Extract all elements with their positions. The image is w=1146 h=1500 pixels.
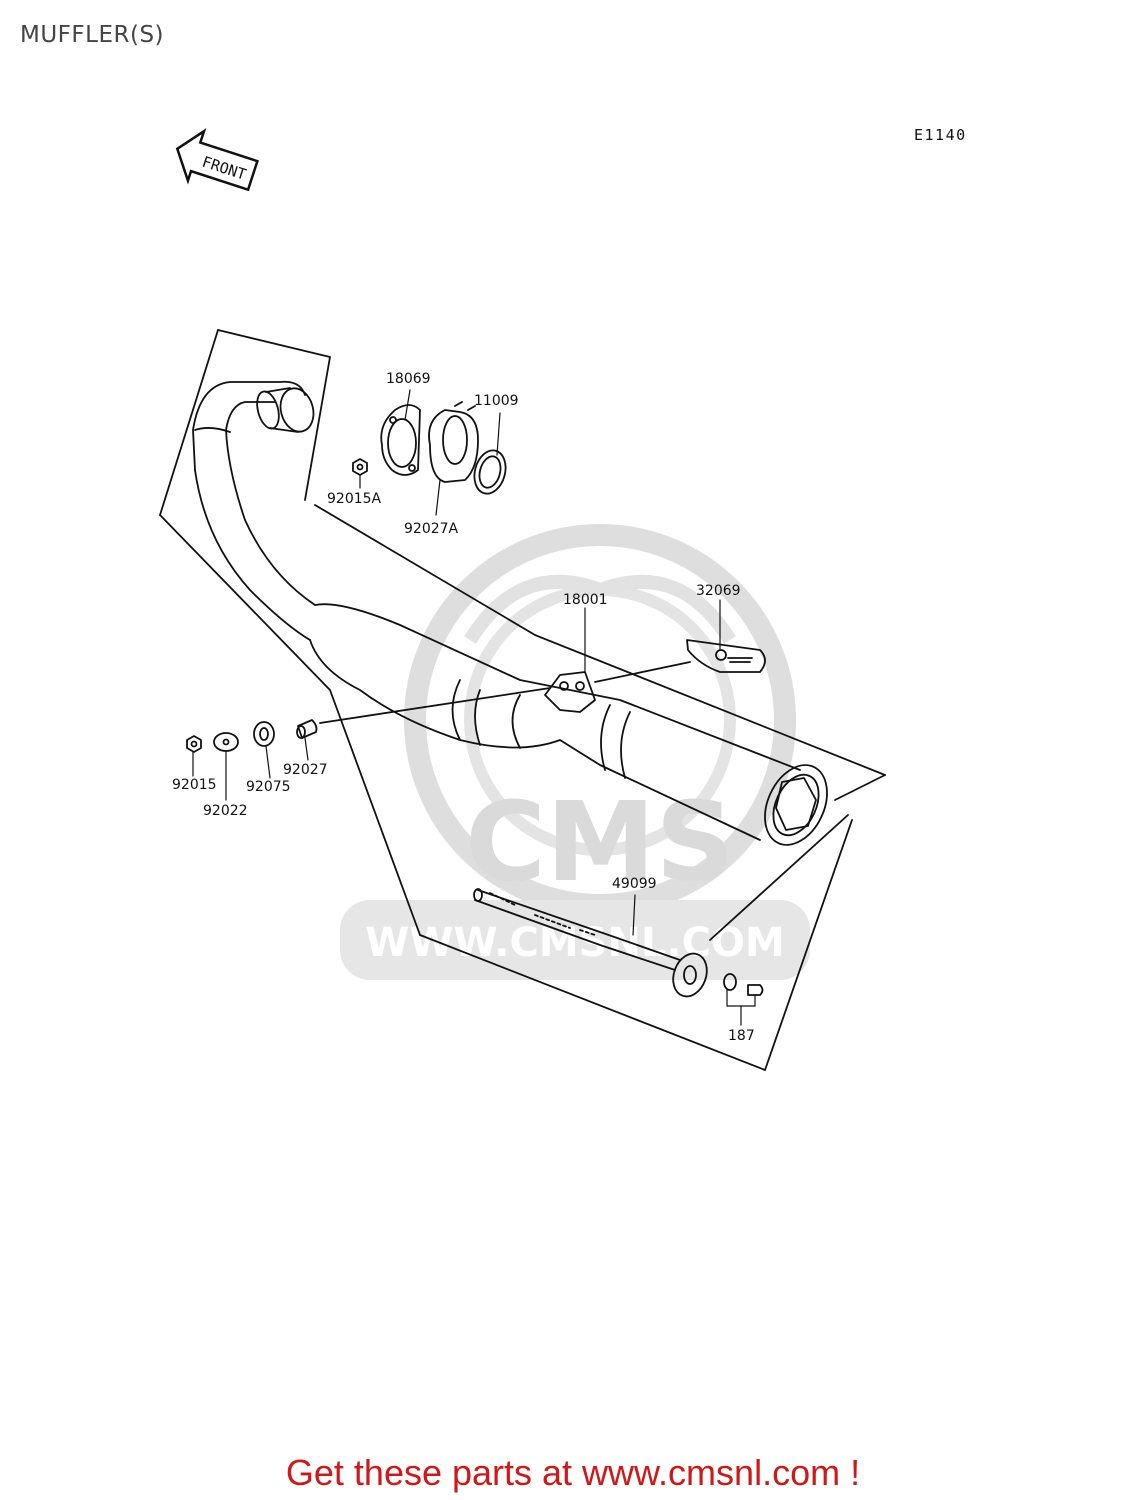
- mount-hardware: [186, 661, 691, 753]
- bracket-32069: [686, 639, 766, 673]
- part-label-92027A: 92027A: [404, 521, 459, 537]
- part-label-187: 187: [728, 1028, 755, 1044]
- part-label-92022: 92022: [203, 803, 248, 819]
- part-label-11009: 11009: [474, 393, 519, 409]
- muffler-18001: [192, 380, 828, 846]
- leader-lines: [192, 389, 756, 1026]
- page-title: MUFFLER(S): [20, 22, 165, 48]
- part-label-18001: 18001: [563, 592, 608, 608]
- front-arrow-icon: FRONT: [175, 128, 259, 192]
- spark-arrester-49099: [473, 888, 764, 998]
- assembly-outline: [159, 329, 886, 1071]
- footer-parts-link[interactable]: Get these parts at www.cmsnl.com !: [285, 1452, 861, 1493]
- part-label-92015: 92015: [172, 777, 217, 793]
- watermark-url: WWW.CMSNL.COM: [365, 920, 785, 966]
- collar-92027A: [428, 401, 479, 483]
- cms-watermark: CMS WWW.CMSNL.COM: [340, 524, 810, 980]
- gasket-11009: [473, 449, 507, 495]
- part-label-18069: 18069: [386, 371, 431, 387]
- nut-92015A: [352, 458, 368, 476]
- diagram-code: E1140: [914, 126, 967, 144]
- watermark-brand: CMS: [465, 778, 734, 906]
- flange-18069: [380, 404, 421, 476]
- part-label-49099: 49099: [612, 876, 657, 892]
- part-label-92075: 92075: [246, 779, 291, 795]
- part-label-32069: 32069: [696, 583, 741, 599]
- part-label-92027: 92027: [283, 762, 328, 778]
- part-label-92015A: 92015A: [327, 491, 382, 507]
